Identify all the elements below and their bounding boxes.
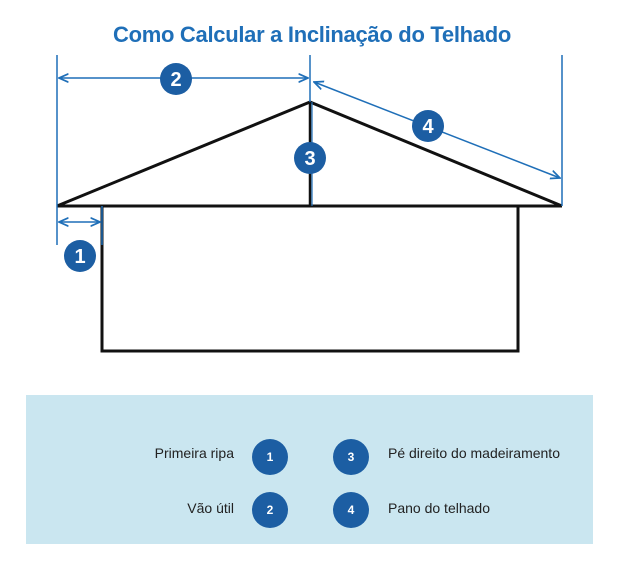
legend-badge-3: 3 <box>333 439 369 475</box>
legend-label-primeira-ripa: Primeira ripa <box>154 445 234 461</box>
legend-label-pe-direito: Pé direito do madeiramento <box>388 445 560 461</box>
house-wall <box>100 204 520 353</box>
marker-2: 2 <box>160 63 192 95</box>
legend-panel: Primeira ripa 1 Vão útil 2 3 Pé direito … <box>26 395 593 544</box>
roof-diagram: 2 4 3 1 <box>56 55 563 353</box>
svg-text:2: 2 <box>170 69 181 91</box>
svg-text:1: 1 <box>74 246 85 268</box>
legend-badge-4: 4 <box>333 492 369 528</box>
marker-4: 4 <box>412 110 444 142</box>
legend-badge-1: 1 <box>252 439 288 475</box>
diagram-title: Como Calcular a Inclinação do Telhado <box>112 22 512 47</box>
legend-badge-2: 2 <box>252 492 288 528</box>
legend-label-pano-telhado: Pano do telhado <box>388 500 490 516</box>
marker-3: 3 <box>294 142 326 174</box>
svg-text:4: 4 <box>422 116 434 138</box>
svg-text:3: 3 <box>304 148 315 170</box>
marker-1: 1 <box>64 240 96 272</box>
legend-label-vao-util: Vão útil <box>187 500 234 516</box>
